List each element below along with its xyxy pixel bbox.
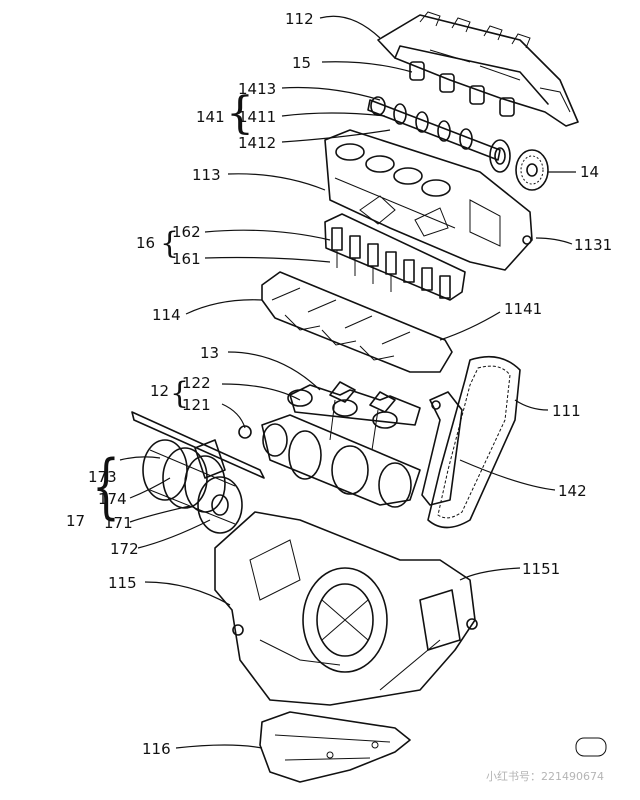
leader-lines bbox=[119, 15, 576, 749]
label-114: 114 bbox=[152, 306, 181, 324]
spark-plug-tubes-15 bbox=[409, 61, 515, 117]
valves-16 bbox=[324, 213, 466, 301]
gearbox-17 bbox=[131, 411, 265, 534]
crankshaft-13 bbox=[238, 381, 421, 508]
label-162: 162 bbox=[172, 223, 201, 241]
label-171: 171 bbox=[104, 514, 133, 532]
crankcase-115 bbox=[214, 511, 478, 706]
camshaft-141 bbox=[367, 96, 511, 173]
label-1141: 1141 bbox=[504, 300, 542, 318]
oil-pan-116 bbox=[259, 711, 411, 783]
timing-chain-111 bbox=[427, 355, 521, 529]
label-142: 142 bbox=[558, 482, 587, 500]
label-115: 115 bbox=[108, 574, 137, 592]
label-12: 12 bbox=[150, 382, 169, 400]
label-113: 113 bbox=[192, 166, 221, 184]
label-1151: 1151 bbox=[522, 560, 560, 578]
label-112: 112 bbox=[285, 10, 314, 28]
pistons-12 bbox=[287, 389, 398, 429]
label-111: 111 bbox=[552, 402, 581, 420]
label-174: 174 bbox=[98, 490, 127, 508]
brace-17: { bbox=[92, 445, 120, 527]
brace-141: { bbox=[226, 88, 254, 139]
label-1411: 1411 bbox=[238, 108, 276, 126]
brace-12: { bbox=[170, 376, 189, 411]
label-15: 15 bbox=[292, 54, 311, 72]
label-122: 122 bbox=[182, 374, 211, 392]
label-141: 141 bbox=[196, 108, 225, 126]
label-17: 17 bbox=[66, 512, 85, 530]
label-116: 116 bbox=[142, 740, 171, 758]
label-161: 161 bbox=[172, 250, 201, 268]
label-1413: 1413 bbox=[238, 80, 276, 98]
cylinder-block-114 bbox=[261, 271, 453, 373]
label-13: 13 bbox=[200, 344, 219, 362]
label-173: 173 bbox=[88, 468, 117, 486]
label-16: 16 bbox=[136, 234, 155, 252]
label-14: 14 bbox=[580, 163, 599, 181]
cam-sprocket-14 bbox=[515, 149, 549, 191]
chain-guide-142 bbox=[421, 391, 463, 506]
cylinder-head-113 bbox=[324, 129, 533, 271]
label-1412: 1412 bbox=[238, 134, 276, 152]
watermark-logo bbox=[575, 737, 607, 757]
valve-cover-112 bbox=[377, 11, 579, 127]
label-1131: 1131 bbox=[574, 236, 612, 254]
brace-16: { bbox=[160, 226, 179, 261]
label-172: 172 bbox=[110, 540, 139, 558]
label-121: 121 bbox=[182, 396, 211, 414]
watermark-text: 小红书号：221490674 bbox=[486, 770, 604, 783]
